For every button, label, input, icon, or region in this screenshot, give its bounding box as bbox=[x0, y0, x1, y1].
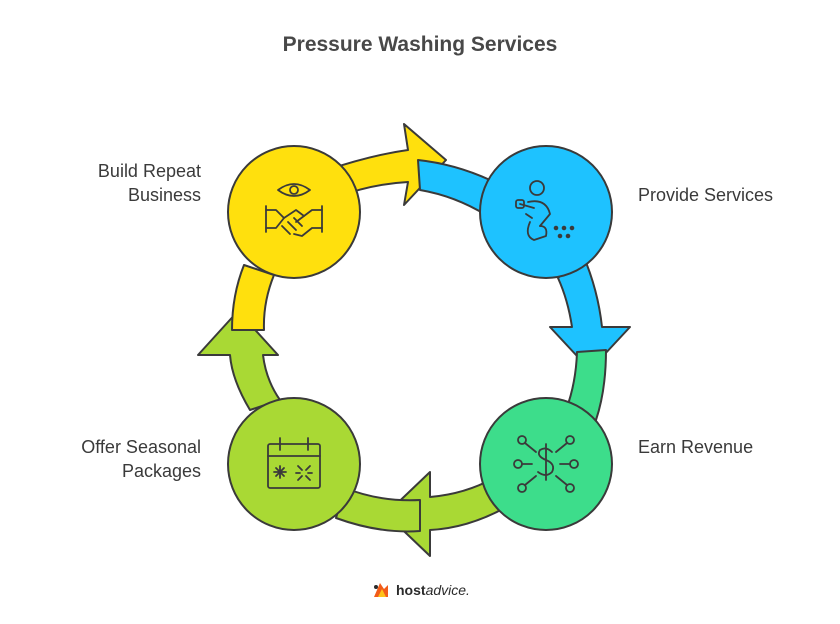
worker-washing-icon bbox=[515, 180, 575, 241]
arc-offer-to-build bbox=[197, 310, 281, 411]
brand-text: hostadvice. bbox=[396, 582, 470, 598]
arc-provide-to-earn bbox=[417, 159, 491, 216]
hostadvice-logo-icon bbox=[374, 583, 388, 597]
label-build-repeat-business: Build Repeat Business bbox=[97, 161, 201, 205]
brand-logo: hostadvice. bbox=[370, 578, 470, 602]
arc-offer-entry bbox=[335, 487, 421, 533]
arc-build-to-provide bbox=[326, 123, 447, 206]
dollar-network-icon bbox=[513, 435, 579, 493]
label-provide-services: Provide Services bbox=[638, 185, 774, 205]
label-offer-seasonal-packages: Offer Seasonal Packages bbox=[81, 437, 201, 481]
diagram-title: Pressure Washing Services bbox=[282, 33, 558, 56]
calendar-icon bbox=[267, 437, 321, 489]
handshake-icon bbox=[265, 183, 323, 237]
node-offer-seasonal-packages bbox=[227, 397, 361, 531]
arc-build-entry bbox=[231, 264, 275, 331]
node-provide-services bbox=[479, 145, 613, 279]
label-earn-revenue: Earn Revenue bbox=[638, 437, 754, 457]
